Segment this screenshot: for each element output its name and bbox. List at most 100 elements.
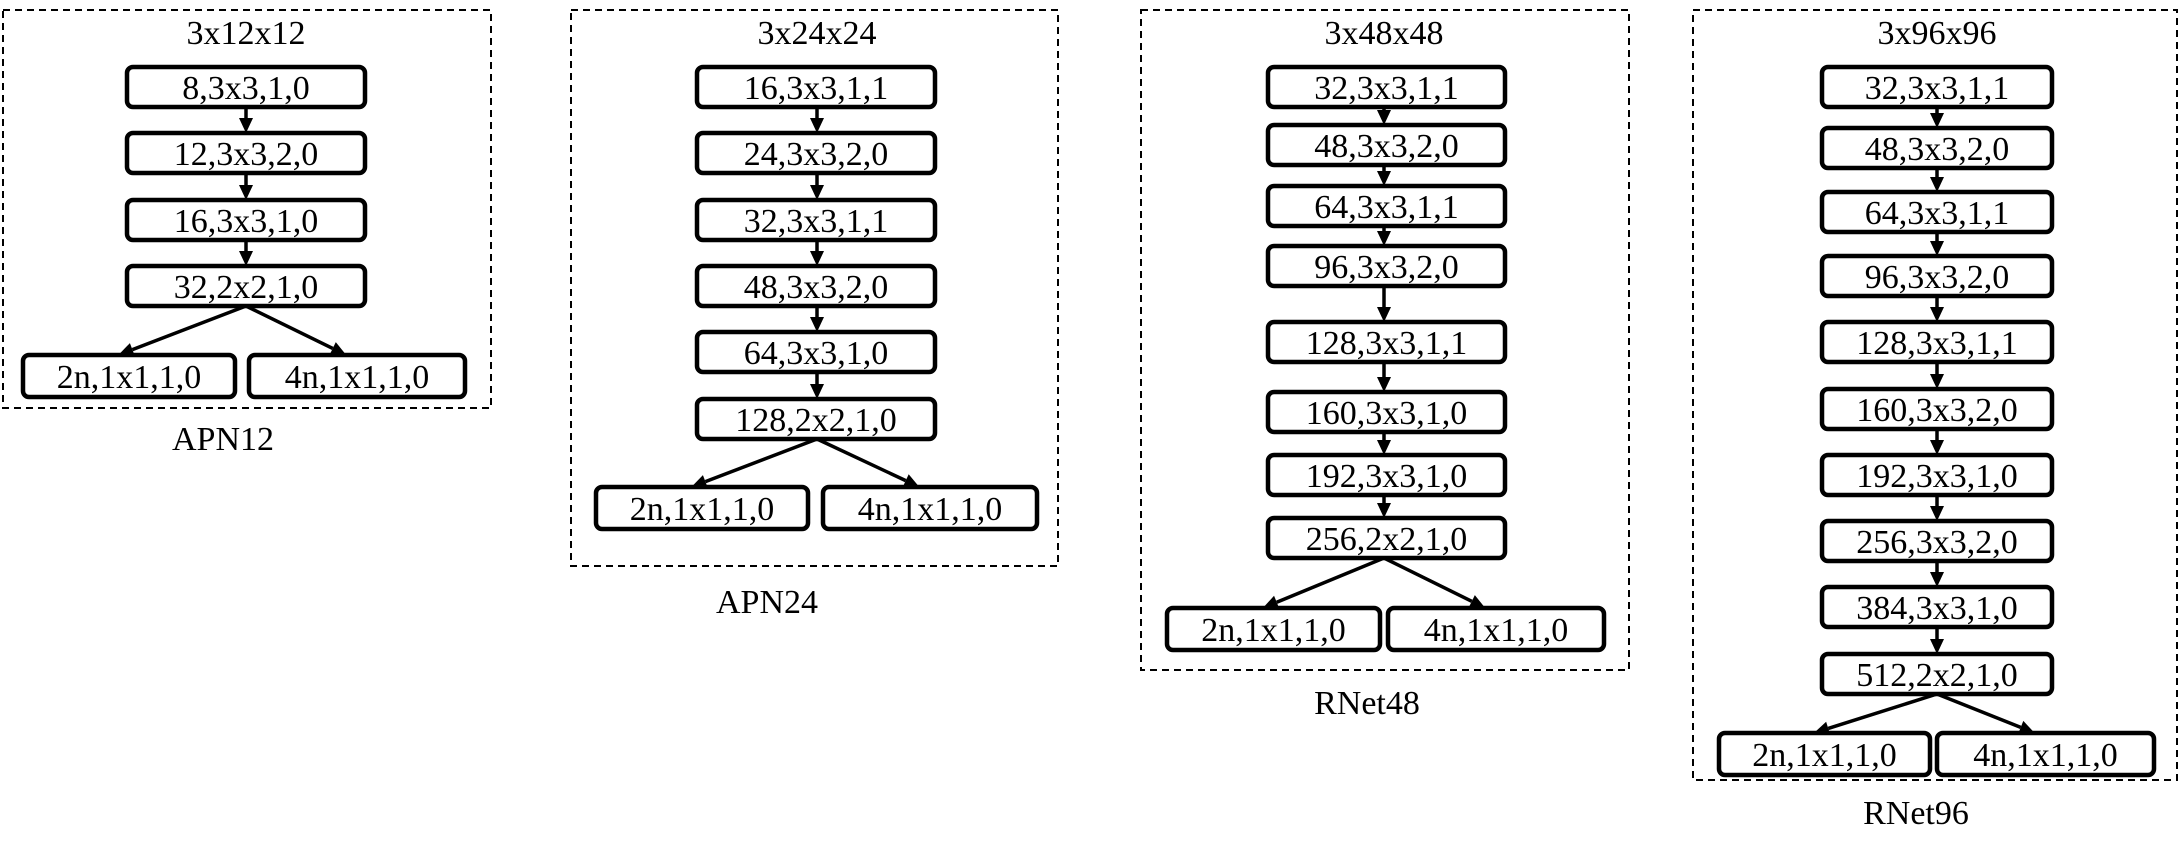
arrowhead [1377,377,1391,392]
output-label: 4n,1x1,1,0 [1973,737,2118,774]
layer-box: 64,3x3,1,1 [1265,183,1508,229]
layer-label: 32,3x3,1,1 [1865,70,2010,107]
layer-box: 32,2x2,1,0 [124,263,368,309]
layer-box: 192,3x3,1,0 [1265,452,1508,498]
layer-label: 256,2x2,1,0 [1306,521,1468,558]
layer-box-border [1265,122,1508,168]
layer-box: 16,3x3,1,1 [694,64,938,110]
arrowhead [1930,241,1944,256]
layer-box-border [1265,183,1508,229]
network-caption: APN12 [172,421,274,458]
network-caption: APN24 [716,584,818,621]
output-box: 4n,1x1,1,0 [1934,730,2157,778]
layer-box-border [1265,319,1508,365]
arrowhead [1468,595,1486,608]
layer-box: 64,3x3,1,1 [1819,189,2055,235]
layer-box-border [1265,64,1508,110]
layer-label: 32,3x3,1,1 [1314,70,1459,107]
arrow-shaft [816,437,907,483]
output-box-border [246,352,468,400]
output-box: 2n,1x1,1,0 [593,484,811,532]
layer-label: 160,3x3,2,0 [1856,392,2018,429]
arrow-shaft [1827,692,1938,731]
arrowhead [1377,171,1391,186]
layer-label: 12,3x3,2,0 [174,136,319,173]
arrowhead [902,474,920,487]
output-label: 4n,1x1,1,0 [285,359,430,396]
layer-label: 160,3x3,1,0 [1306,395,1468,432]
down-arrow [1930,429,1944,455]
layer-box: 48,3x3,2,0 [1265,122,1508,168]
layer-label: 24,3x3,2,0 [744,136,889,173]
arrowhead [810,317,824,332]
layer-label: 128,2x2,1,0 [735,402,897,439]
layer-box: 192,3x3,1,0 [1819,452,2055,498]
down-arrow [810,107,824,133]
arrowhead [1377,503,1391,518]
arrowhead [810,384,824,399]
branch-arrow [691,437,818,489]
layer-box: 12,3x3,2,0 [124,130,368,176]
arrowhead [810,185,824,200]
layer-label: 48,3x3,2,0 [1865,131,2010,168]
branch-arrow [1936,692,2035,734]
arrowhead [329,342,347,355]
down-arrow [810,306,824,332]
down-arrow [810,372,824,399]
layer-box: 384,3x3,1,0 [1819,584,2055,630]
arrowhead [2018,720,2035,734]
arrow-shaft [131,304,247,352]
layer-box: 160,3x3,2,0 [1819,386,2055,432]
layer-label: 64,3x3,1,1 [1314,189,1459,226]
layer-label: 128,3x3,1,1 [1306,325,1468,362]
layer-label: 64,3x3,1,0 [744,335,889,372]
output-box: 4n,1x1,1,0 [246,352,468,400]
layer-label: 256,3x3,2,0 [1856,524,2018,561]
arrowhead [239,185,253,200]
down-arrow [1930,495,1944,521]
layer-label: 16,3x3,1,0 [174,203,319,240]
output-box-border [593,484,811,532]
branch-arrow [118,304,247,357]
down-arrow [1930,107,1944,128]
layer-box-border [1265,452,1508,498]
layer-label: 96,3x3,2,0 [1865,259,2010,296]
output-box-border [1164,605,1383,653]
down-arrow [1377,165,1391,186]
network-rnet48-panel: 3x48x48 32,3x3,1,1 48,3x3,2,0 64,3x3,1,1 96,… [1140,9,1630,722]
input-size-label: 3x96x96 [1878,15,1997,52]
output-box-border [1716,730,1933,778]
down-arrow [239,173,253,200]
layer-label: 192,3x3,1,0 [1856,458,2018,495]
down-arrow [1377,107,1391,125]
arrowhead [1377,110,1391,125]
arrow-shaft [704,437,818,484]
layer-box: 256,2x2,1,0 [1265,515,1508,561]
arrowhead [810,118,824,133]
arrowhead [1930,572,1944,587]
arrowhead [810,251,824,266]
layer-label: 384,3x3,1,0 [1856,590,2018,627]
branch-arrow [245,304,347,355]
output-box: 4n,1x1,1,0 [820,484,1040,532]
down-arrow [239,107,253,133]
arrowhead [1377,440,1391,455]
layer-box: 32,3x3,1,1 [1265,64,1508,110]
output-label: 4n,1x1,1,0 [1424,612,1569,649]
input-size-label: 3x48x48 [1325,15,1444,52]
layer-label: 96,3x3,2,0 [1314,249,1459,286]
output-label: 2n,1x1,1,0 [1752,737,1897,774]
network-caption: RNet48 [1314,685,1420,722]
output-box-border [1385,605,1607,653]
layer-label: 512,2x2,1,0 [1856,657,2018,694]
layer-box: 32,3x3,1,1 [1819,64,2055,110]
arrowhead [1377,307,1391,322]
down-arrow [1930,627,1944,654]
down-arrow [239,240,253,266]
output-box: 2n,1x1,1,0 [20,352,238,400]
branch-arrow [1383,556,1486,608]
arrowhead [1930,440,1944,455]
layer-box: 128,3x3,1,1 [1265,319,1508,365]
layer-box: 8,3x3,1,0 [124,64,368,110]
